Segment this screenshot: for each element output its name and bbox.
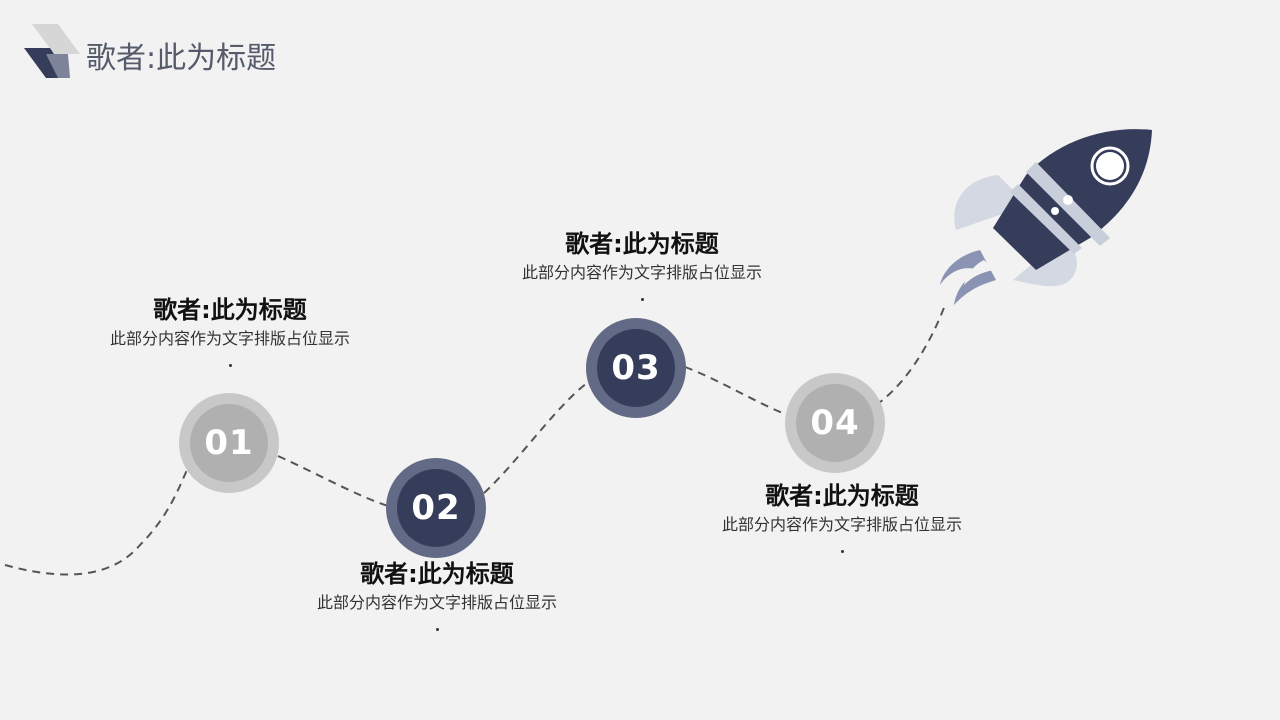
- step-description: 此部分内容作为文字排版占位显示: [316, 593, 557, 612]
- step-description: 此部分内容作为文字排版占位显示: [521, 263, 762, 282]
- step-number: 03: [611, 348, 661, 388]
- step-circle-01: 01: [179, 393, 279, 493]
- step-number: 02: [411, 488, 461, 528]
- step-title: 歌者:此为标题: [565, 230, 719, 258]
- step-number: 04: [810, 403, 860, 443]
- rocket-icon: [940, 129, 1152, 305]
- step-text-04: 歌者:此为标题 此部分内容作为文字排版占位显示: [692, 480, 992, 553]
- step-description: 此部分内容作为文字排版占位显示: [109, 329, 350, 348]
- page-title: 歌者:此为标题: [86, 41, 277, 76]
- step-title: 歌者:此为标题: [765, 482, 919, 510]
- step-text-01: 歌者:此为标题 此部分内容作为文字排版占位显示: [80, 294, 380, 367]
- step-description: 此部分内容作为文字排版占位显示: [721, 515, 962, 534]
- step-dot: [435, 628, 439, 631]
- step-dot: [840, 550, 844, 553]
- step-number: 01: [204, 423, 254, 463]
- step-title: 歌者:此为标题: [153, 296, 307, 324]
- step-text-03: 歌者:此为标题 此部分内容作为文字排版占位显示: [492, 228, 792, 301]
- step-circle-02: 02: [386, 458, 486, 558]
- step-title: 歌者:此为标题: [360, 560, 514, 588]
- step-dot: [640, 298, 644, 301]
- logo-icon: [24, 24, 80, 78]
- step-text-02: 歌者:此为标题 此部分内容作为文字排版占位显示: [287, 558, 587, 631]
- step-circle-03: 03: [586, 318, 686, 418]
- step-circle-04: 04: [785, 373, 885, 473]
- step-dot: [228, 364, 232, 367]
